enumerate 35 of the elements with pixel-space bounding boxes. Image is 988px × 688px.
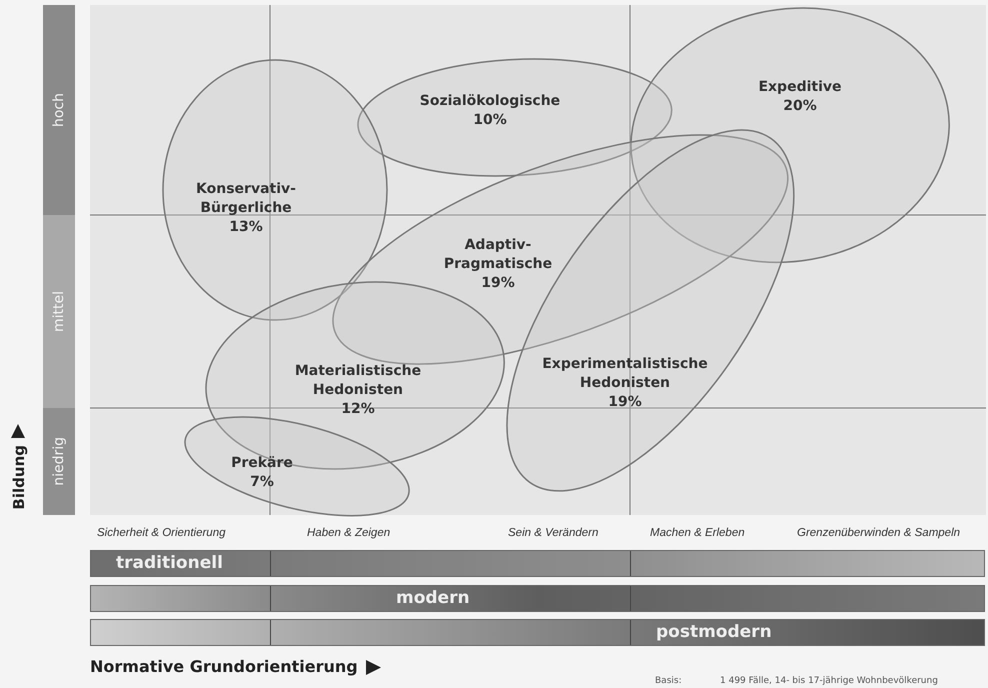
bar-label: modern — [396, 588, 470, 608]
percentage: 19% — [607, 392, 643, 412]
axis-band — [43, 5, 75, 215]
milieu-name: Prekäre — [230, 454, 294, 473]
bar-label: traditionell — [116, 553, 223, 573]
axis-band-label: mittel — [51, 290, 67, 332]
orientation-bar — [90, 619, 985, 646]
orientation-bar — [90, 585, 985, 612]
axis-band — [43, 215, 75, 408]
axis-title: Normative Grundorientierung — [90, 657, 358, 676]
percentage: 13% — [228, 218, 264, 237]
percentage: 12% — [340, 400, 376, 419]
axis-band-label: niedrig — [51, 437, 67, 486]
milieu-name: Expeditive — [757, 78, 842, 97]
milieu-name: Adaptiv-Pragmatische — [442, 236, 554, 274]
axis-category-label: Sicherheit & Orientierung — [97, 527, 226, 539]
axis-title: Bildung — [10, 445, 28, 510]
bar-label: postmodern — [656, 622, 772, 642]
percentage: 10% — [472, 110, 508, 130]
milieu-name: Konservativ-Bürgerliche — [195, 180, 297, 218]
percentage: 20% — [782, 96, 818, 116]
axis-band-label: hoch — [51, 92, 67, 127]
milieu-name: Experimentalistische Hedonisten — [541, 354, 709, 393]
percentage: 19% — [480, 274, 516, 293]
orientation-bar — [90, 550, 985, 577]
axis-category-label: Grenzenüberwinden & Sampeln — [797, 527, 960, 539]
source-note: Basis: — [655, 676, 682, 686]
axis-category-label: Haben & Zeigen — [307, 527, 390, 539]
axis-category-label: Sein & Verändern — [508, 527, 598, 539]
source-note: 1 499 Fälle, 14- bis 17-jährige Wohnbevölkerung — [720, 676, 938, 686]
axis-band — [43, 408, 75, 515]
percentage: 7% — [249, 472, 275, 492]
milieu-name: Materialistische Hedonisten — [294, 362, 422, 400]
axis-category-label: Machen & Erleben — [650, 527, 745, 539]
milieu-name: Sozialökologische — [418, 92, 562, 111]
